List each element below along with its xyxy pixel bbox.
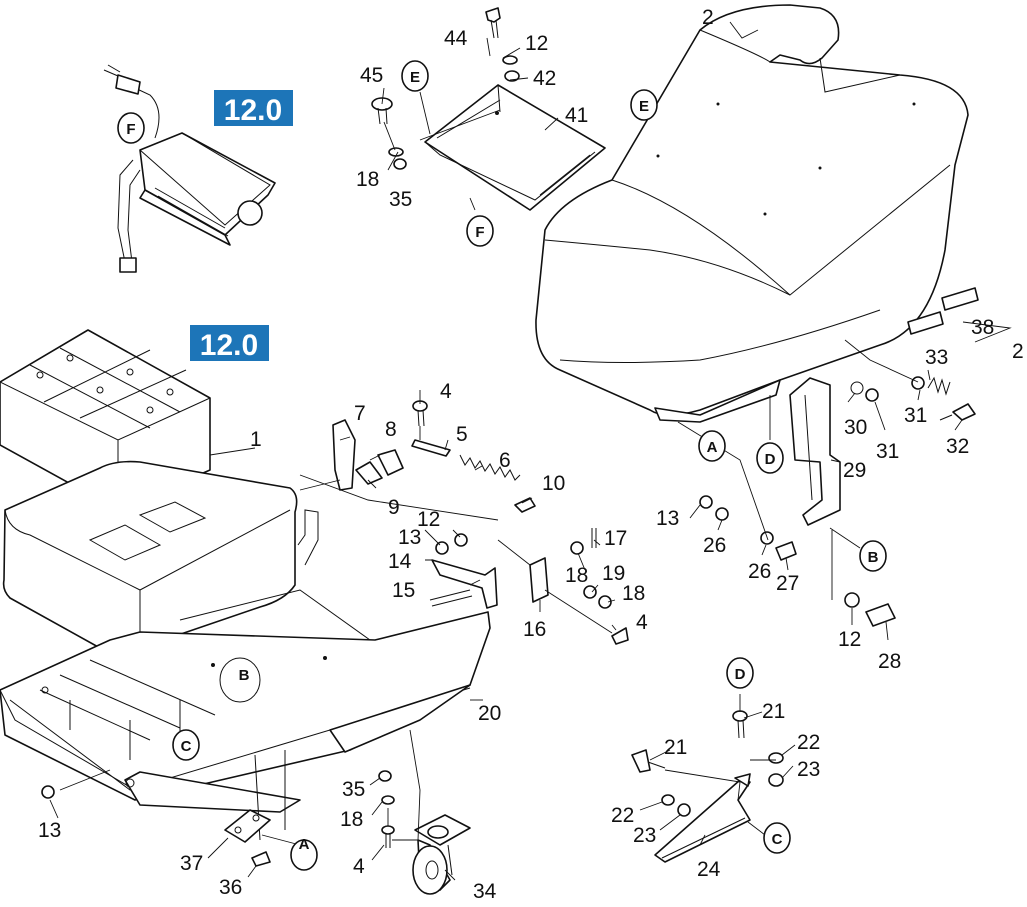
part-number: 13 xyxy=(38,819,61,842)
badge-battery: 12.0 xyxy=(190,325,269,362)
hood-cover xyxy=(535,4,969,423)
part-number: 13 xyxy=(656,507,679,530)
part-number: 16 xyxy=(523,618,546,641)
part-number: 30 xyxy=(844,416,867,439)
part-number: 32 xyxy=(946,435,969,458)
part-number: 31 xyxy=(876,440,899,463)
ref-letter: D xyxy=(735,666,746,683)
ref-letter: F xyxy=(475,224,484,241)
bracket-41 xyxy=(424,84,606,211)
battery-charger xyxy=(103,64,276,273)
decal-plates xyxy=(907,287,979,335)
ref-marker-c: C xyxy=(172,729,200,761)
battery-tray xyxy=(2,460,319,653)
hardware-parts xyxy=(41,7,976,867)
ref-marker-e: E xyxy=(630,89,658,121)
part-number: 28 xyxy=(878,650,901,673)
ref-marker-d: D xyxy=(756,442,784,474)
ref-marker-a: A xyxy=(698,430,726,462)
part-number: 35 xyxy=(389,188,412,211)
ref-letter: A xyxy=(707,439,718,456)
ref-letter: E xyxy=(639,98,649,115)
part-number: 42 xyxy=(533,67,556,90)
part-number: 4 xyxy=(440,380,452,403)
part-number: 18 xyxy=(565,564,588,587)
part-number: 18 xyxy=(356,168,379,191)
part-number: 22 xyxy=(611,804,634,827)
part-number: 38 xyxy=(971,316,994,339)
bracket-29 xyxy=(789,377,841,526)
ref-letter: E xyxy=(410,69,420,86)
part-number: 26 xyxy=(703,534,726,557)
part-number: 20 xyxy=(478,702,501,725)
ref-marker-e: E xyxy=(401,60,429,92)
chassis-frame xyxy=(0,589,491,841)
badge-text: 12.0 xyxy=(200,329,258,362)
strut-24 xyxy=(654,773,751,863)
part-number: 35 xyxy=(342,778,365,801)
part-number: 14 xyxy=(388,550,412,573)
part-number: 22 xyxy=(797,731,820,754)
part-number: 23 xyxy=(797,758,820,781)
part-number: 44 xyxy=(444,27,468,50)
ref-letter: C xyxy=(181,738,192,755)
ref-marker-f: F xyxy=(466,215,494,247)
reference-markers: E F E F A D B D C B C A xyxy=(117,60,887,871)
part-number: 45 xyxy=(360,64,383,87)
part-number: 31 xyxy=(904,404,927,427)
part-number: 37 xyxy=(180,852,203,875)
part-number: 19 xyxy=(602,562,625,585)
part-number: 13 xyxy=(398,526,421,549)
part-number: 2 xyxy=(702,6,714,29)
part-number: 15 xyxy=(392,579,415,602)
ref-letter: B xyxy=(239,667,250,684)
part-number: 21 xyxy=(762,700,785,723)
part-number: 12 xyxy=(417,508,440,531)
part-numbers: 2 44 12 45 42 41 18 35 38 2 33 30 31 31 … xyxy=(38,6,1024,903)
part-number: 18 xyxy=(622,582,645,605)
part-number: 29 xyxy=(843,459,866,482)
ref-marker-f: F xyxy=(117,112,145,144)
part-number: 26 xyxy=(748,560,771,583)
ref-letter: D xyxy=(765,451,776,468)
part-number: 24 xyxy=(697,858,721,881)
part-number: 9 xyxy=(388,496,400,519)
part-number: 18 xyxy=(340,808,363,831)
badge-charger: 12.0 xyxy=(214,90,293,127)
part-number: 12 xyxy=(525,32,548,55)
part-number: 41 xyxy=(565,104,588,127)
ref-marker-a: A xyxy=(290,836,318,871)
ref-letter: B xyxy=(868,549,879,566)
part-number: 4 xyxy=(636,611,648,634)
ref-marker-d: D xyxy=(726,657,754,689)
part-number: 10 xyxy=(542,472,565,495)
ref-marker-c: C xyxy=(763,822,791,854)
ref-marker-b: B xyxy=(239,667,250,684)
part-number: 23 xyxy=(633,824,656,847)
part-number: 7 xyxy=(354,402,366,425)
part-number: 1 xyxy=(250,428,262,451)
leader-lines xyxy=(49,21,1012,881)
part-number: 36 xyxy=(219,876,242,899)
ref-letter: F xyxy=(126,121,135,138)
part-number: 6 xyxy=(499,449,511,472)
part-number: 17 xyxy=(604,527,627,550)
ref-letter: C xyxy=(772,831,783,848)
part-number: 34 xyxy=(473,880,497,903)
part-number: 4 xyxy=(353,855,365,878)
part-number: 2 xyxy=(1012,340,1024,363)
part-number: 12 xyxy=(838,628,861,651)
part-number: 33 xyxy=(925,346,948,369)
caster-wheel xyxy=(412,814,471,895)
ref-marker-b: B xyxy=(859,540,887,572)
part-number: 5 xyxy=(456,423,468,446)
part-number: 27 xyxy=(776,572,799,595)
part-number: 21 xyxy=(664,736,687,759)
part-number: 8 xyxy=(385,418,397,441)
ref-letter: A xyxy=(299,836,310,853)
badge-text: 12.0 xyxy=(224,94,282,127)
